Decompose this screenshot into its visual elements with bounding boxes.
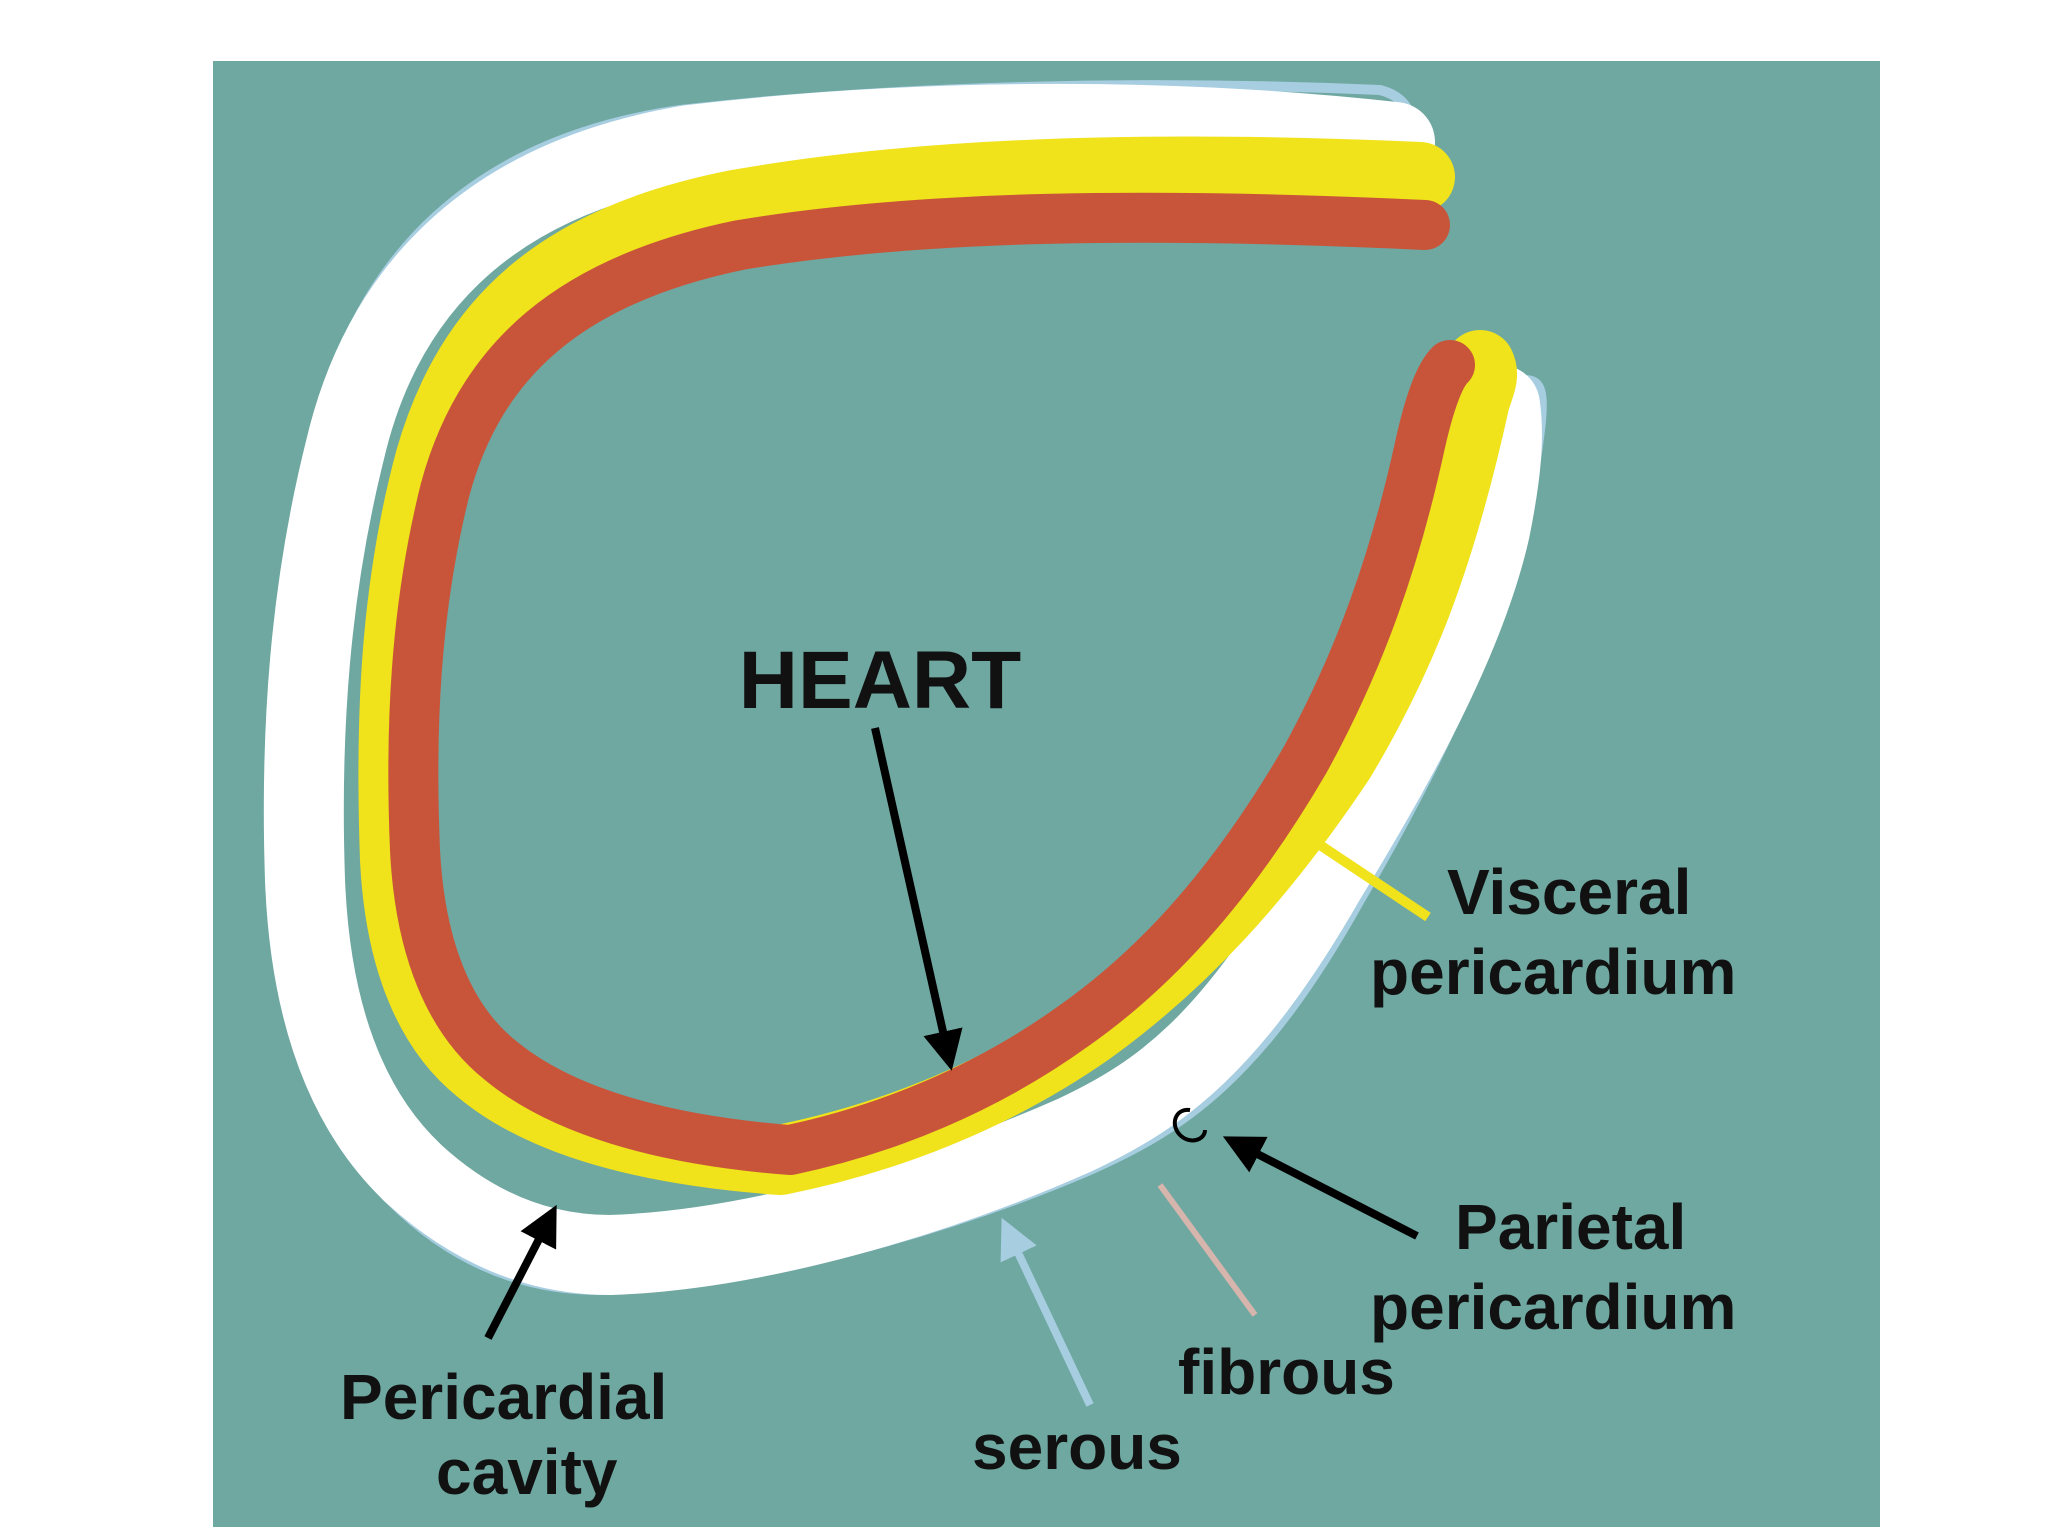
- fibrous-arrow: [1157, 1183, 1258, 1317]
- cavity-arrow: [484, 1204, 557, 1340]
- fibrous-layer: [263, 83, 1542, 1295]
- heart-wall: [388, 192, 1475, 1175]
- parietal-label-line2: pericardium: [1370, 1271, 1737, 1343]
- cavity-label-line2: cavity: [436, 1436, 618, 1508]
- parietal-arrow: [1222, 1136, 1419, 1240]
- visceral-label-line2: pericardium: [1370, 936, 1737, 1008]
- heart-label: HEART: [738, 635, 1022, 726]
- cavity-label-line1: Pericardial: [340, 1361, 668, 1433]
- visceral-label-line1: Visceral: [1447, 856, 1692, 928]
- parietal-label-line1: Parietal: [1455, 1191, 1687, 1263]
- visceral-arrow: [1317, 840, 1431, 922]
- fibrous-label: fibrous: [1178, 1336, 1395, 1408]
- serous-arrow: [1000, 1217, 1094, 1407]
- serous-label: serous: [972, 1411, 1182, 1483]
- parietal-loop: [1172, 1107, 1207, 1143]
- heart-arrow: [871, 727, 963, 1071]
